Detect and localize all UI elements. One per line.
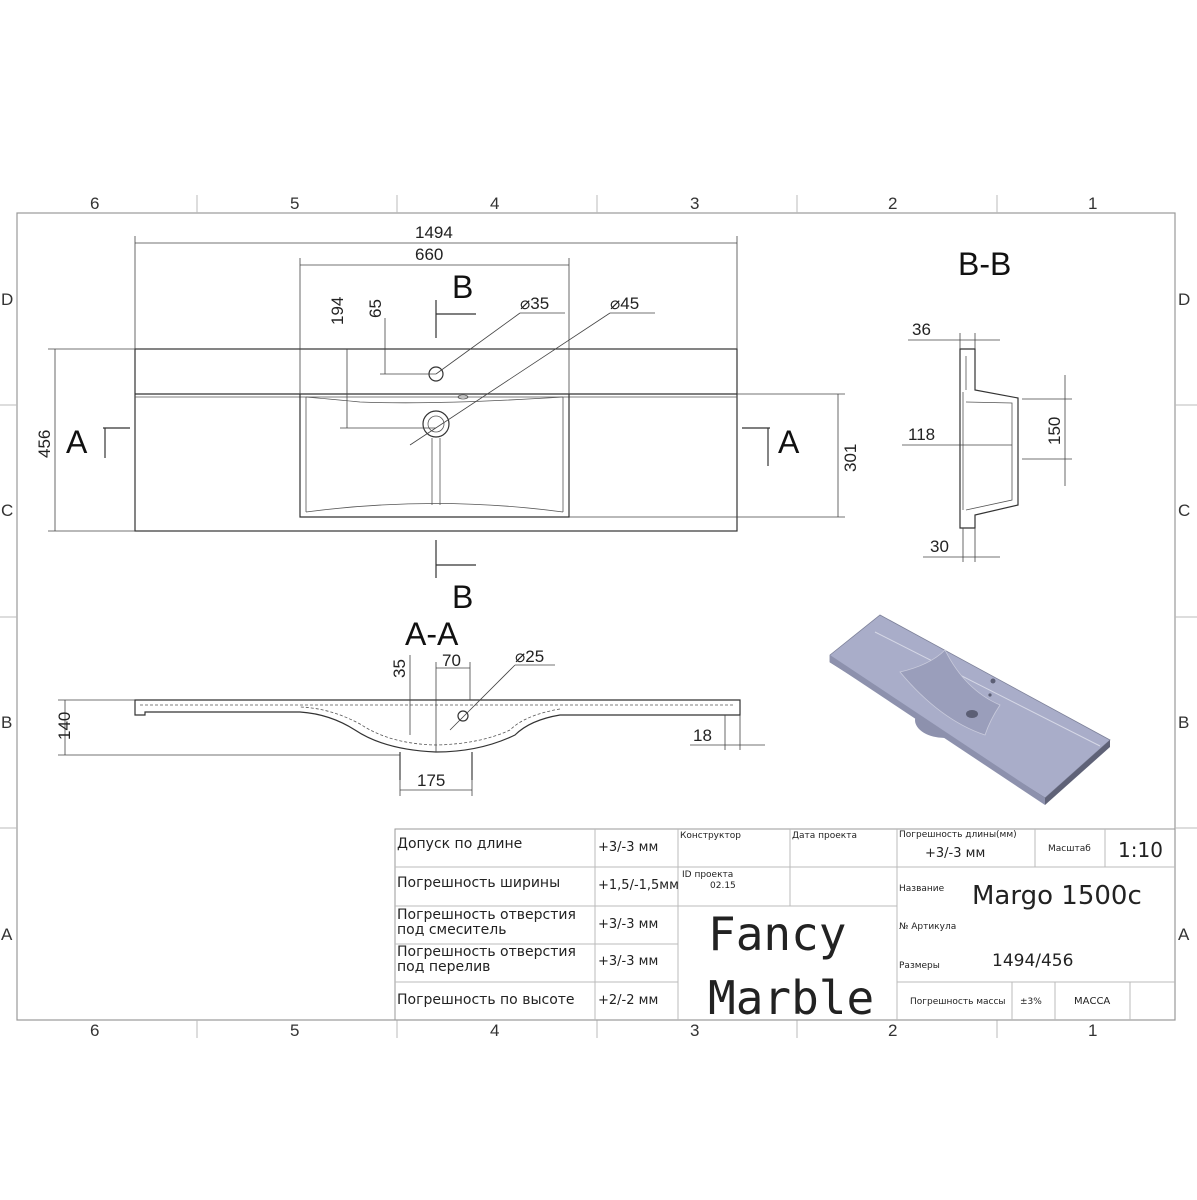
tol-overflow-hole-label-2: под перелив — [397, 959, 490, 975]
project-id-label: ID проекта — [682, 870, 733, 880]
zone-col-4-bottom: 4 — [490, 1021, 499, 1040]
brand-logo-line2: Marble — [708, 971, 874, 1025]
dim-194: 194 — [328, 297, 347, 325]
length-tol-label: Погрешность длины(мм) — [899, 830, 1017, 840]
dim-456: 456 — [35, 430, 54, 458]
dim-301: 301 — [841, 444, 860, 472]
designer-label: Конструктор — [680, 831, 741, 841]
sink-outline — [134, 348, 738, 532]
zone-row-d-right: D — [1178, 290, 1190, 309]
tol-length-label: Допуск по длине — [397, 836, 522, 852]
dim-1494: 1494 — [415, 223, 453, 242]
dim-drain-hole: ⌀45 — [610, 294, 639, 313]
product-name: Margo 1500c — [972, 881, 1142, 911]
dim-118: 118 — [908, 425, 935, 444]
brand-logo-line1: Fancy — [708, 907, 846, 961]
zone-col-2: 2 — [888, 194, 897, 213]
tol-overflow-hole-value: +3/-3 мм — [598, 954, 658, 969]
dim-18: 18 — [693, 726, 712, 745]
zone-row-a-right: A — [1178, 925, 1190, 944]
zone-col-1-bottom: 1 — [1088, 1021, 1097, 1040]
section-bb: B-B 36 118 150 30 — [902, 246, 1072, 562]
zone-row-b: B — [1, 713, 12, 732]
zone-col-5-bottom: 5 — [290, 1021, 299, 1040]
size-value: 1494/456 — [992, 951, 1073, 971]
title-block: Допуск по длине +3/-3 мм Погрешность шир… — [394, 828, 1176, 1025]
size-label: Размеры — [899, 961, 940, 971]
zone-row-d: D — [1, 290, 13, 309]
tol-length-value: +3/-3 мм — [598, 840, 658, 855]
zone-row-b-right: B — [1178, 713, 1189, 732]
zone-col-3: 3 — [690, 194, 699, 213]
dim-36: 36 — [912, 320, 931, 339]
zone-col-2-bottom: 2 — [888, 1021, 897, 1040]
dim-tap-hole: ⌀35 — [520, 294, 549, 313]
zone-dividers — [0, 195, 1197, 1038]
zone-col-1: 1 — [1088, 194, 1097, 213]
tol-height-label: Погрешность по высоте — [397, 992, 575, 1008]
zone-row-c-right: C — [1178, 501, 1190, 520]
dim-30: 30 — [930, 537, 949, 556]
dim-150: 150 — [1045, 417, 1064, 445]
dim-660: 660 — [415, 245, 443, 264]
tol-width-label: Погрешность ширины — [397, 875, 560, 891]
zone-col-6-bottom: 6 — [90, 1021, 99, 1040]
dim-25: ⌀25 — [515, 647, 544, 666]
name-label: Название — [899, 884, 945, 894]
tol-overflow-hole-label-1: Погрешность отверстия — [397, 944, 576, 960]
dim-175: 175 — [417, 771, 445, 790]
section-b-marker-bottom: B — [452, 579, 473, 615]
mass-tol-value: ±3% — [1020, 997, 1042, 1007]
mass-label: МАССА — [1074, 996, 1110, 1007]
tol-mixer-hole-value: +3/-3 мм — [598, 917, 658, 932]
project-id-value: 02.15 — [710, 881, 736, 891]
article-label: № Артикула — [899, 922, 956, 932]
plan-view: 1494 660 194 65 456 301 ⌀35 ⌀45 A A B B — [35, 223, 860, 615]
scale-label: Масштаб — [1048, 844, 1091, 854]
length-tol-value: +3/-3 мм — [925, 846, 985, 861]
section-aa: A-A 140 35 70 ⌀25 175 18 — [55, 616, 765, 796]
zone-col-5: 5 — [290, 194, 299, 213]
zone-col-3-bottom: 3 — [690, 1021, 699, 1040]
tol-mixer-hole-label-1: Погрешность отверстия — [397, 907, 576, 923]
tol-width-value: +1,5/-1,5мм — [598, 878, 679, 893]
tol-height-value: +2/-2 мм — [598, 993, 658, 1008]
zone-labels: 6 5 4 3 2 1 6 5 4 3 2 1 D C B A D C B A — [1, 194, 1190, 1040]
mass-tol-label: Погрешность массы — [910, 997, 1006, 1007]
bowl-outline — [299, 394, 570, 518]
dim-70: 70 — [442, 651, 461, 670]
section-aa-title: A-A — [405, 616, 459, 652]
zone-row-a: A — [1, 925, 13, 944]
drain-hole — [422, 410, 450, 438]
section-aa-profile — [134, 699, 741, 753]
zone-col-6: 6 — [90, 194, 99, 213]
section-bb-profile — [959, 348, 1019, 529]
section-a-marker-left: A — [66, 424, 88, 460]
isometric-render — [829, 614, 1111, 805]
zone-col-4: 4 — [490, 194, 499, 213]
section-b-marker-top: B — [452, 269, 473, 305]
dim-140: 140 — [55, 712, 74, 740]
date-label: Дата проекта — [792, 831, 857, 841]
section-a-marker-right: A — [778, 424, 800, 460]
dim-65: 65 — [366, 299, 385, 318]
section-bb-title: B-B — [958, 246, 1011, 282]
zone-row-c: C — [1, 501, 13, 520]
tol-mixer-hole-label-2: под смеситель — [397, 922, 506, 938]
render-drain — [966, 710, 978, 718]
scale-value: 1:10 — [1118, 838, 1163, 862]
dim-35: 35 — [390, 659, 409, 678]
